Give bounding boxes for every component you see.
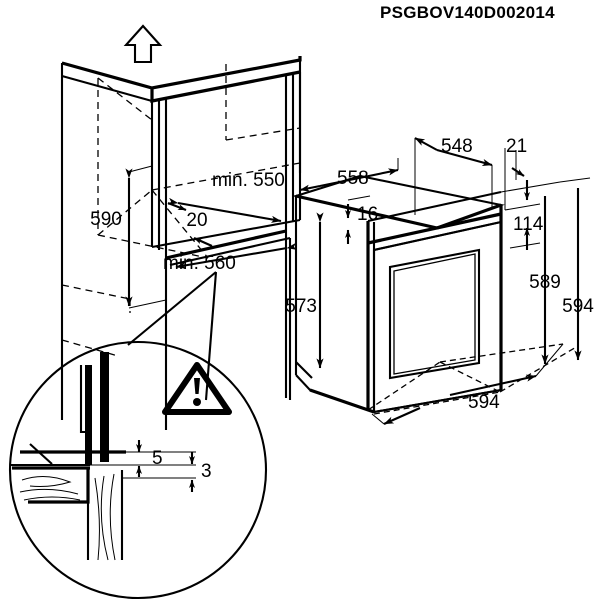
dimension-label-114: 114: [513, 214, 544, 235]
dimension-label-548: 548: [441, 136, 473, 157]
dimension-label-594-height: 594: [562, 296, 594, 317]
hidden-oven-bottom-4: [439, 343, 564, 363]
dimension-body-height: 573: [285, 212, 324, 369]
dimension-label-590: 590: [90, 209, 122, 230]
dimension-label-3: 3: [201, 461, 212, 482]
niche-bottom-inner-edge: [151, 218, 301, 249]
dimension-front-width: 594: [371, 343, 564, 425]
wood-grain-2: [19, 488, 79, 495]
dimension-label-min550: min. 550: [212, 170, 285, 191]
airflow-up-arrow-icon: [123, 24, 163, 64]
dimension-body-depth: 558: [299, 158, 399, 192]
detail-panel-bar-1: [85, 365, 92, 465]
dimension-label-558: 558: [337, 168, 369, 189]
detail-panel-bar-2: [100, 352, 109, 462]
dimension-panel-height: 114: [504, 180, 544, 250]
oven-foot-left: [295, 361, 313, 379]
hidden-oven-bottom-1: [373, 391, 501, 415]
dimension-label-589: 589: [529, 272, 561, 293]
dimension-label-573: 573: [285, 296, 317, 317]
dimension-overall-height: 594: [559, 177, 594, 361]
drawing-code: PSGBOV140D002014: [380, 3, 555, 22]
detail-circle-assembly: 5 3: [8, 340, 268, 600]
detail-circle-content: [10, 352, 196, 561]
dimension-label-594-width: 594: [468, 392, 500, 413]
oven-assembly: 558 548 21 16: [285, 136, 594, 425]
oven-door-window: [388, 248, 481, 380]
dimension-niche-width: min. 560: [163, 242, 298, 274]
dimension-label-21: 21: [506, 136, 527, 157]
oven-top-front-edge: [295, 194, 438, 230]
wood-grain-6: [109, 473, 116, 561]
dimension-label-16: 16: [357, 204, 378, 225]
hidden-line-lower-left3: [61, 339, 119, 357]
hidden-oven-bottom-2: [367, 361, 441, 411]
dimension-top-panel-height: 16: [345, 195, 378, 244]
dimension-clearance-upper: 5: [136, 440, 163, 477]
wood-grain-3: [23, 496, 81, 501]
oven-door-face: [372, 220, 503, 414]
oven-door-window-inner: [393, 253, 476, 375]
detail-circle-border: [8, 340, 268, 600]
hidden-line-rear-right2: [225, 127, 301, 141]
oven-bottom-front: [373, 388, 502, 414]
hidden-line-lower-left: [61, 284, 131, 300]
hidden-line-mid: [151, 162, 301, 191]
hidden-line-rear-bottom: [97, 234, 209, 259]
dimension-clearance-lower: 3: [189, 452, 212, 492]
dimension-front-height: 589: [500, 181, 561, 365]
oven-bottom-edge: [309, 388, 375, 414]
oven-panel-top-edge: [367, 190, 502, 223]
dimension-rear-offset: 21: [504, 136, 527, 210]
cabinet-assembly: 590 min. 550 20 min. 560: [60, 24, 302, 430]
hidden-oven-bottom-5: [499, 345, 579, 393]
wood-grain-1: [21, 476, 72, 487]
dimension-top-depth: 548: [414, 136, 493, 215]
detail-bracket: [79, 365, 92, 434]
cabinet-top-board-left: [61, 74, 153, 103]
dimension-label-5: 5: [152, 448, 163, 469]
warning-triangle-icon: [162, 362, 232, 415]
dimension-label-20: 20: [186, 210, 207, 231]
dimension-niche-depth: min. 550: [167, 170, 285, 223]
wood-grain-5: [100, 475, 109, 561]
detail-leader-line-1: [127, 271, 217, 346]
detail-corner-diag: [29, 443, 53, 465]
wood-grain-4: [94, 477, 100, 561]
dimension-label-min560: min. 560: [163, 253, 236, 274]
hidden-oven-bottom-3: [439, 361, 501, 393]
oven-control-panel-divider: [367, 212, 502, 245]
dimension-niche-height: 590: [90, 165, 167, 309]
